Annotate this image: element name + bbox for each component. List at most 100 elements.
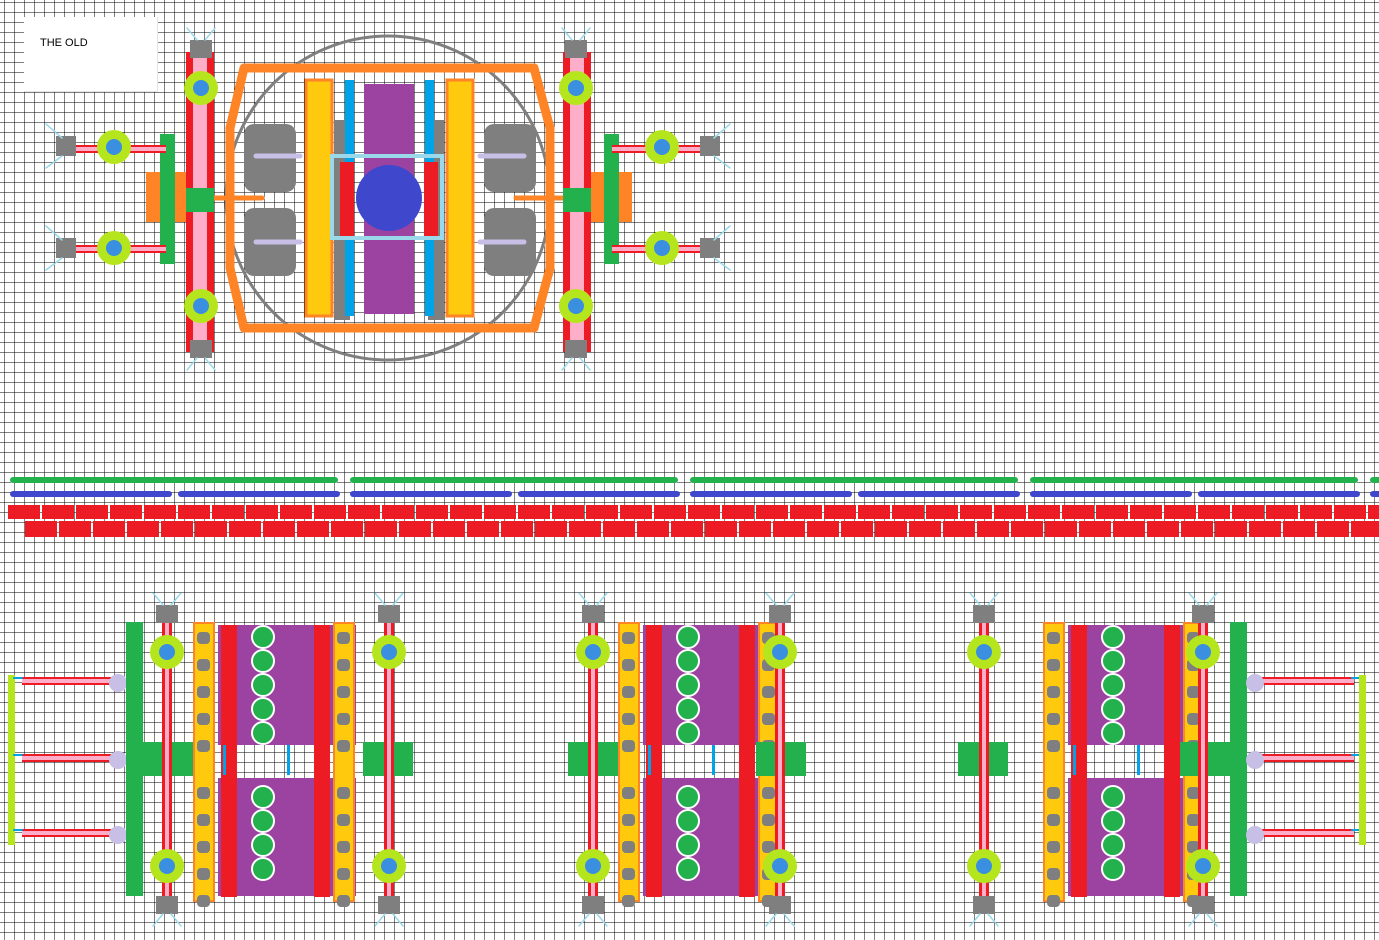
gray-cap xyxy=(769,605,791,623)
antenna-line xyxy=(765,592,777,606)
bolt xyxy=(1047,787,1060,799)
green-node xyxy=(676,857,700,881)
bolt xyxy=(197,686,210,698)
green-track-segment xyxy=(690,477,1018,483)
yellow-rail xyxy=(304,78,334,318)
red-track-block xyxy=(1334,505,1366,519)
green-hub xyxy=(186,188,214,212)
blue-track-segment xyxy=(178,491,340,497)
red-track-block xyxy=(637,521,669,537)
green-node xyxy=(251,785,275,809)
antenna-line xyxy=(561,27,573,41)
antenna-line xyxy=(578,592,590,606)
title-box: THE OLD xyxy=(24,17,158,92)
antenna-line xyxy=(170,913,182,927)
green-node xyxy=(251,857,275,881)
red-track-block xyxy=(467,521,499,537)
wheel-hub xyxy=(772,858,788,874)
red-track-block xyxy=(654,505,686,519)
green-node xyxy=(676,673,700,697)
bolt xyxy=(337,787,350,799)
antenna-line xyxy=(713,225,731,241)
red-track-block xyxy=(59,521,91,537)
controller-frame xyxy=(330,154,444,240)
bolt xyxy=(197,632,210,644)
green-track-segment xyxy=(10,477,338,483)
wheel-hub xyxy=(1195,858,1211,874)
pink-stripe xyxy=(1258,831,1354,835)
antenna-line xyxy=(969,913,981,927)
red-track-block xyxy=(535,521,567,537)
red-track-block xyxy=(1317,521,1349,537)
red-track-block xyxy=(892,505,924,519)
red-track-block xyxy=(433,521,465,537)
pink-stripe xyxy=(165,612,169,898)
red-track-block xyxy=(280,505,312,519)
green-node xyxy=(676,833,700,857)
green-node xyxy=(676,649,700,673)
red-track-block xyxy=(42,505,74,519)
green-node xyxy=(251,833,275,857)
antenna-line xyxy=(596,592,608,606)
wheel-hub xyxy=(772,644,788,660)
bolt xyxy=(337,841,350,853)
blue-track-segment xyxy=(1030,491,1192,497)
gray-cap xyxy=(378,605,400,623)
wheel-hub xyxy=(159,858,175,874)
lime-bar xyxy=(8,675,15,845)
red-track-block xyxy=(1113,521,1145,537)
wheel-hub xyxy=(976,858,992,874)
blue-link xyxy=(287,745,290,775)
wheel-hub xyxy=(106,139,122,155)
red-track-block xyxy=(144,505,176,519)
red-track-block xyxy=(620,505,652,519)
wheel-hub xyxy=(585,858,601,874)
antenna-line xyxy=(45,155,63,169)
bolt xyxy=(622,895,635,907)
red-track-block xyxy=(1215,521,1247,537)
bolt xyxy=(1187,841,1200,853)
pink-stripe xyxy=(22,756,118,760)
antenna-line xyxy=(579,27,591,41)
red-track-block xyxy=(875,521,907,537)
bolt xyxy=(197,713,210,725)
red-track-block xyxy=(25,521,57,537)
antenna-line xyxy=(578,913,590,927)
red-track-block xyxy=(1181,521,1213,537)
green-plate xyxy=(1230,622,1247,896)
red-track-block xyxy=(484,505,516,519)
red-track-block xyxy=(93,521,125,537)
green-node xyxy=(1101,625,1125,649)
blue-track-segment xyxy=(350,491,512,497)
red-track-block xyxy=(76,505,108,519)
red-track-block xyxy=(1283,521,1315,537)
antenna-line xyxy=(45,225,63,241)
bolt xyxy=(197,659,210,671)
red-track-block xyxy=(1249,521,1281,537)
bolt xyxy=(1047,713,1060,725)
antenna-line xyxy=(392,913,404,927)
green-node xyxy=(251,721,275,745)
connector-dot xyxy=(109,674,127,692)
green-node xyxy=(251,649,275,673)
pink-stripe xyxy=(591,612,595,898)
gray-cap xyxy=(156,605,178,623)
yellow-rail xyxy=(445,78,475,318)
wheel-hub xyxy=(654,139,670,155)
green-hub xyxy=(563,188,591,212)
red-side xyxy=(1164,625,1180,897)
pink-stripe xyxy=(1258,756,1354,760)
connector-dot xyxy=(109,751,127,769)
antenna-line xyxy=(204,357,216,371)
bolt xyxy=(1047,659,1060,671)
antenna-line xyxy=(783,913,795,927)
antenna-line xyxy=(204,27,216,41)
red-track-block xyxy=(926,505,958,519)
blue-track-segment xyxy=(858,491,1020,497)
green-track-segment xyxy=(1370,477,1379,483)
blue-track-segment xyxy=(690,491,852,497)
green-plate xyxy=(160,134,175,264)
red-track-block xyxy=(756,505,788,519)
green-node xyxy=(251,673,275,697)
bolt xyxy=(1187,713,1200,725)
